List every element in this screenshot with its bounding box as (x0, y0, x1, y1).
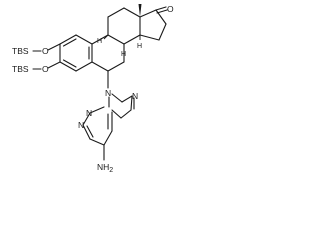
tbs2-label: TBS (12, 46, 29, 56)
ketone-oxygen-label: O (167, 4, 174, 14)
h14-label: H (137, 43, 142, 50)
n3-label: N (86, 108, 92, 118)
otbs-group-3: O TBS (12, 61, 61, 74)
tbs3-label: TBS (12, 64, 29, 74)
n1-label: N (78, 120, 84, 130)
amino-group: NH2 (97, 144, 113, 174)
ring-d (139, 9, 167, 41)
stereo-h-8: H (121, 44, 126, 58)
ring-a-aromatic (59, 34, 93, 72)
adenine-ring: N N N N (78, 88, 138, 146)
stereo-h-9: H (97, 34, 109, 45)
h8-label: H (121, 51, 126, 58)
o3-label: O (42, 64, 49, 74)
methyl-wedge (138, 4, 142, 17)
chemical-structure-drawing: O H H H O TBS O TBS N N (12, 4, 174, 174)
h9-label: H (97, 38, 102, 45)
o2-label: O (42, 46, 49, 56)
n9-label: N (105, 88, 111, 98)
ketone-group: O (155, 4, 174, 14)
otbs-group-2: O TBS (12, 43, 61, 56)
stereo-h-14: H (137, 35, 142, 50)
ring-c (107, 7, 141, 45)
amine-label: NH2 (97, 162, 113, 174)
n7-label: N (132, 91, 138, 101)
